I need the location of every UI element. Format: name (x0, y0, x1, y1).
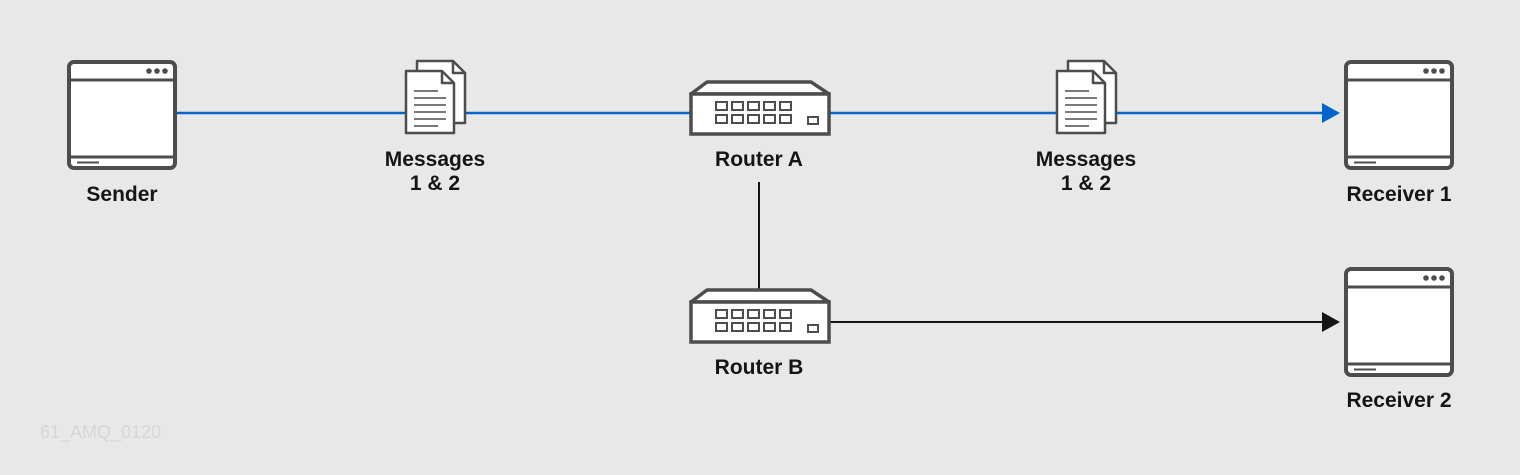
sender-label: Sender (86, 183, 158, 206)
receiver-2-label: Receiver 2 (1346, 389, 1452, 412)
receiver-1-label: Receiver 1 (1346, 183, 1452, 206)
router-b-router-icon (689, 288, 831, 344)
messages-2-line2: 1 & 2 (1060, 172, 1112, 195)
messages-2-label: Messages 1 & 2 (1026, 148, 1146, 196)
messages-1-line1: Messages (384, 148, 486, 171)
arrowhead-receiver-2 (1322, 312, 1340, 332)
messages-2-line1: Messages (1035, 148, 1137, 171)
router-a-label: Router A (715, 148, 803, 171)
arrowhead-receiver-1 (1322, 103, 1340, 123)
figure-id-watermark: 61_AMQ_0120 (40, 422, 162, 442)
receiver-2-window-icon (1344, 267, 1454, 377)
messages-1-line2: 1 & 2 (409, 172, 461, 195)
receiver-1-window-icon (1344, 60, 1454, 170)
messages-2-documents-icon (1055, 59, 1118, 135)
sender-window-icon (67, 60, 177, 170)
router-a-router-icon (689, 80, 831, 136)
router-b-label: Router B (714, 356, 804, 379)
messages-1-documents-icon (404, 59, 467, 135)
messages-1-label: Messages 1 & 2 (375, 148, 495, 196)
